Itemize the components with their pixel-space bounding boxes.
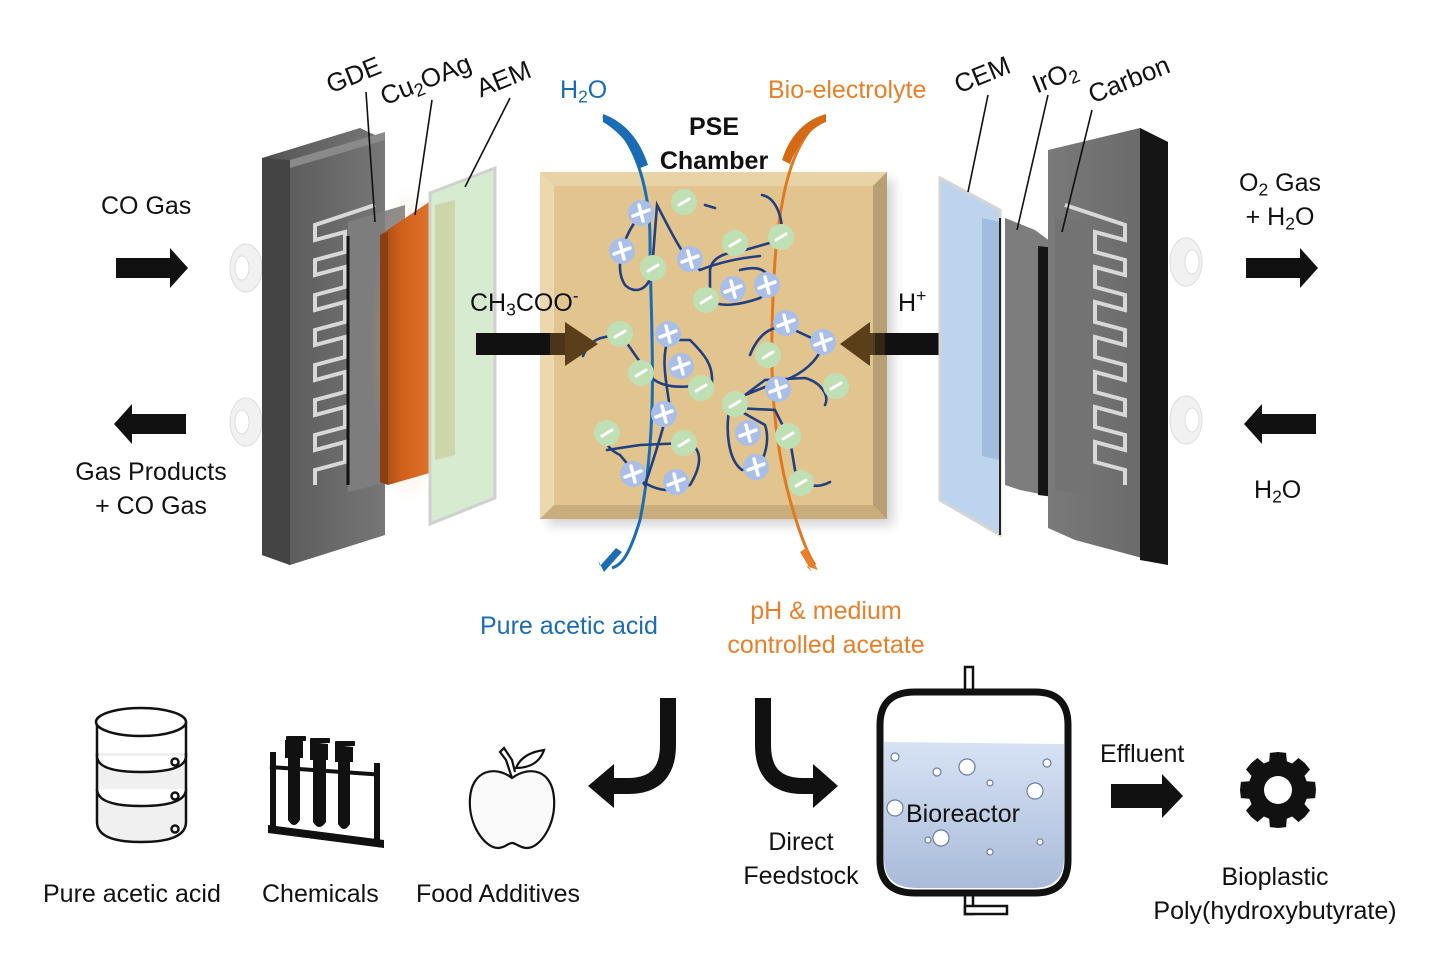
gas-fitting-left-bottom (229, 397, 263, 447)
anion-icon (688, 375, 714, 401)
gas-fitting-left-top (229, 243, 263, 293)
gas-fitting-right-bottom (1169, 395, 1203, 445)
label-pure-acetic-acid-out: Pure acetic acid (480, 612, 658, 640)
cation-icon (720, 276, 746, 302)
anion-icon (768, 224, 794, 250)
pse-chamber (540, 172, 893, 525)
bubble-icon (1026, 782, 1044, 800)
test-tubes-icon (268, 736, 384, 848)
anion-icon (671, 189, 697, 215)
cation-icon (663, 469, 689, 495)
right-half-cell (938, 128, 1203, 565)
anion-icon (628, 360, 654, 386)
effluent-arrow-icon (1111, 774, 1183, 818)
products-branch-arrow-icon (612, 698, 676, 794)
bioreactor-icon (876, 665, 1072, 916)
cation-icon (628, 200, 654, 226)
gas-products-outlet-arrow-icon (114, 404, 186, 444)
label-proton: H+ (898, 285, 927, 317)
cation-icon (620, 461, 646, 487)
flow-field-left (313, 203, 376, 485)
bubble-icon (1036, 838, 1044, 846)
cation-icon (651, 401, 677, 427)
bubble-icon (932, 767, 942, 777)
proton-transport-arrow-icon (840, 322, 955, 366)
cation-icon (743, 454, 769, 480)
cation-icon (655, 321, 681, 347)
o2-outlet-arrow-icon (1246, 248, 1318, 288)
acetate-outlet-arrow-icon (800, 548, 818, 572)
cation-icon (765, 376, 791, 402)
bubble-icon (986, 848, 994, 856)
apple-icon (468, 746, 556, 850)
cu2oag-catalyst-layer (380, 200, 440, 485)
label-bio-electrolyte: Bio-electrolyte (768, 76, 927, 104)
label-co-gas-in: CO Gas (101, 192, 192, 220)
gas-fitting-right-top (1169, 237, 1203, 287)
carbon-end-plate (1048, 128, 1168, 565)
left-half-cell (229, 128, 497, 565)
water-inlet-arrow-icon (1244, 404, 1316, 444)
label-o2-out: O2 Gas + H2O (1239, 169, 1321, 234)
anion-icon (823, 373, 849, 399)
co-gas-inlet-arrow-icon (116, 248, 188, 288)
water-stream (598, 114, 654, 572)
label-water-inlet: H2O (560, 76, 608, 107)
cation-icon (810, 329, 836, 355)
anion-icon (755, 342, 781, 368)
water-outlet-arrow-icon (598, 548, 622, 572)
cation-icon (609, 238, 635, 264)
storage-tank-icon (94, 706, 188, 844)
anion-icon (788, 470, 814, 496)
anion-icon (640, 255, 666, 281)
bubble-icon (958, 758, 976, 776)
label-acetate-ion: CH3COO- (470, 285, 579, 320)
label-water-in: H2O (1254, 476, 1302, 507)
anion-icon (607, 321, 633, 347)
layer-leader-lines (365, 91, 1093, 233)
bubble-icon (886, 799, 904, 817)
bubble-icon (924, 836, 932, 844)
anion-icon (671, 430, 697, 456)
label-effluent: Effluent (1100, 740, 1185, 768)
flow-field-right (1064, 203, 1127, 485)
anion-icon (722, 230, 748, 256)
cation-icon (668, 353, 694, 379)
bubble-icon (932, 829, 950, 847)
anion-icon (775, 423, 801, 449)
app-label-pure-acetic-acid: Pure acetic acid (43, 880, 221, 908)
acetate-transport-arrow-icon (476, 322, 598, 366)
cation-icon (735, 420, 761, 446)
label-gas-products-out: Gas Products+ CO Gas (75, 458, 227, 520)
anion-icon (693, 287, 719, 313)
anion-icon (594, 420, 620, 446)
cation-icon (754, 272, 780, 298)
feedstock-branch-arrow-icon (755, 698, 815, 794)
cation-icon (773, 310, 799, 336)
bubble-icon (1042, 758, 1052, 768)
bubble-icon (986, 779, 994, 787)
bubble-icon (890, 752, 900, 762)
cation-icon (677, 246, 703, 272)
ions (594, 189, 849, 496)
label-bioreactor: Bioreactor (906, 800, 1020, 828)
app-label-food-additives: Food Additives (416, 880, 580, 908)
carbon-layer (1055, 218, 1087, 495)
anion-icon (722, 391, 748, 417)
app-label-chemicals: Chemicals (262, 880, 379, 908)
gear-icon (1240, 752, 1316, 828)
